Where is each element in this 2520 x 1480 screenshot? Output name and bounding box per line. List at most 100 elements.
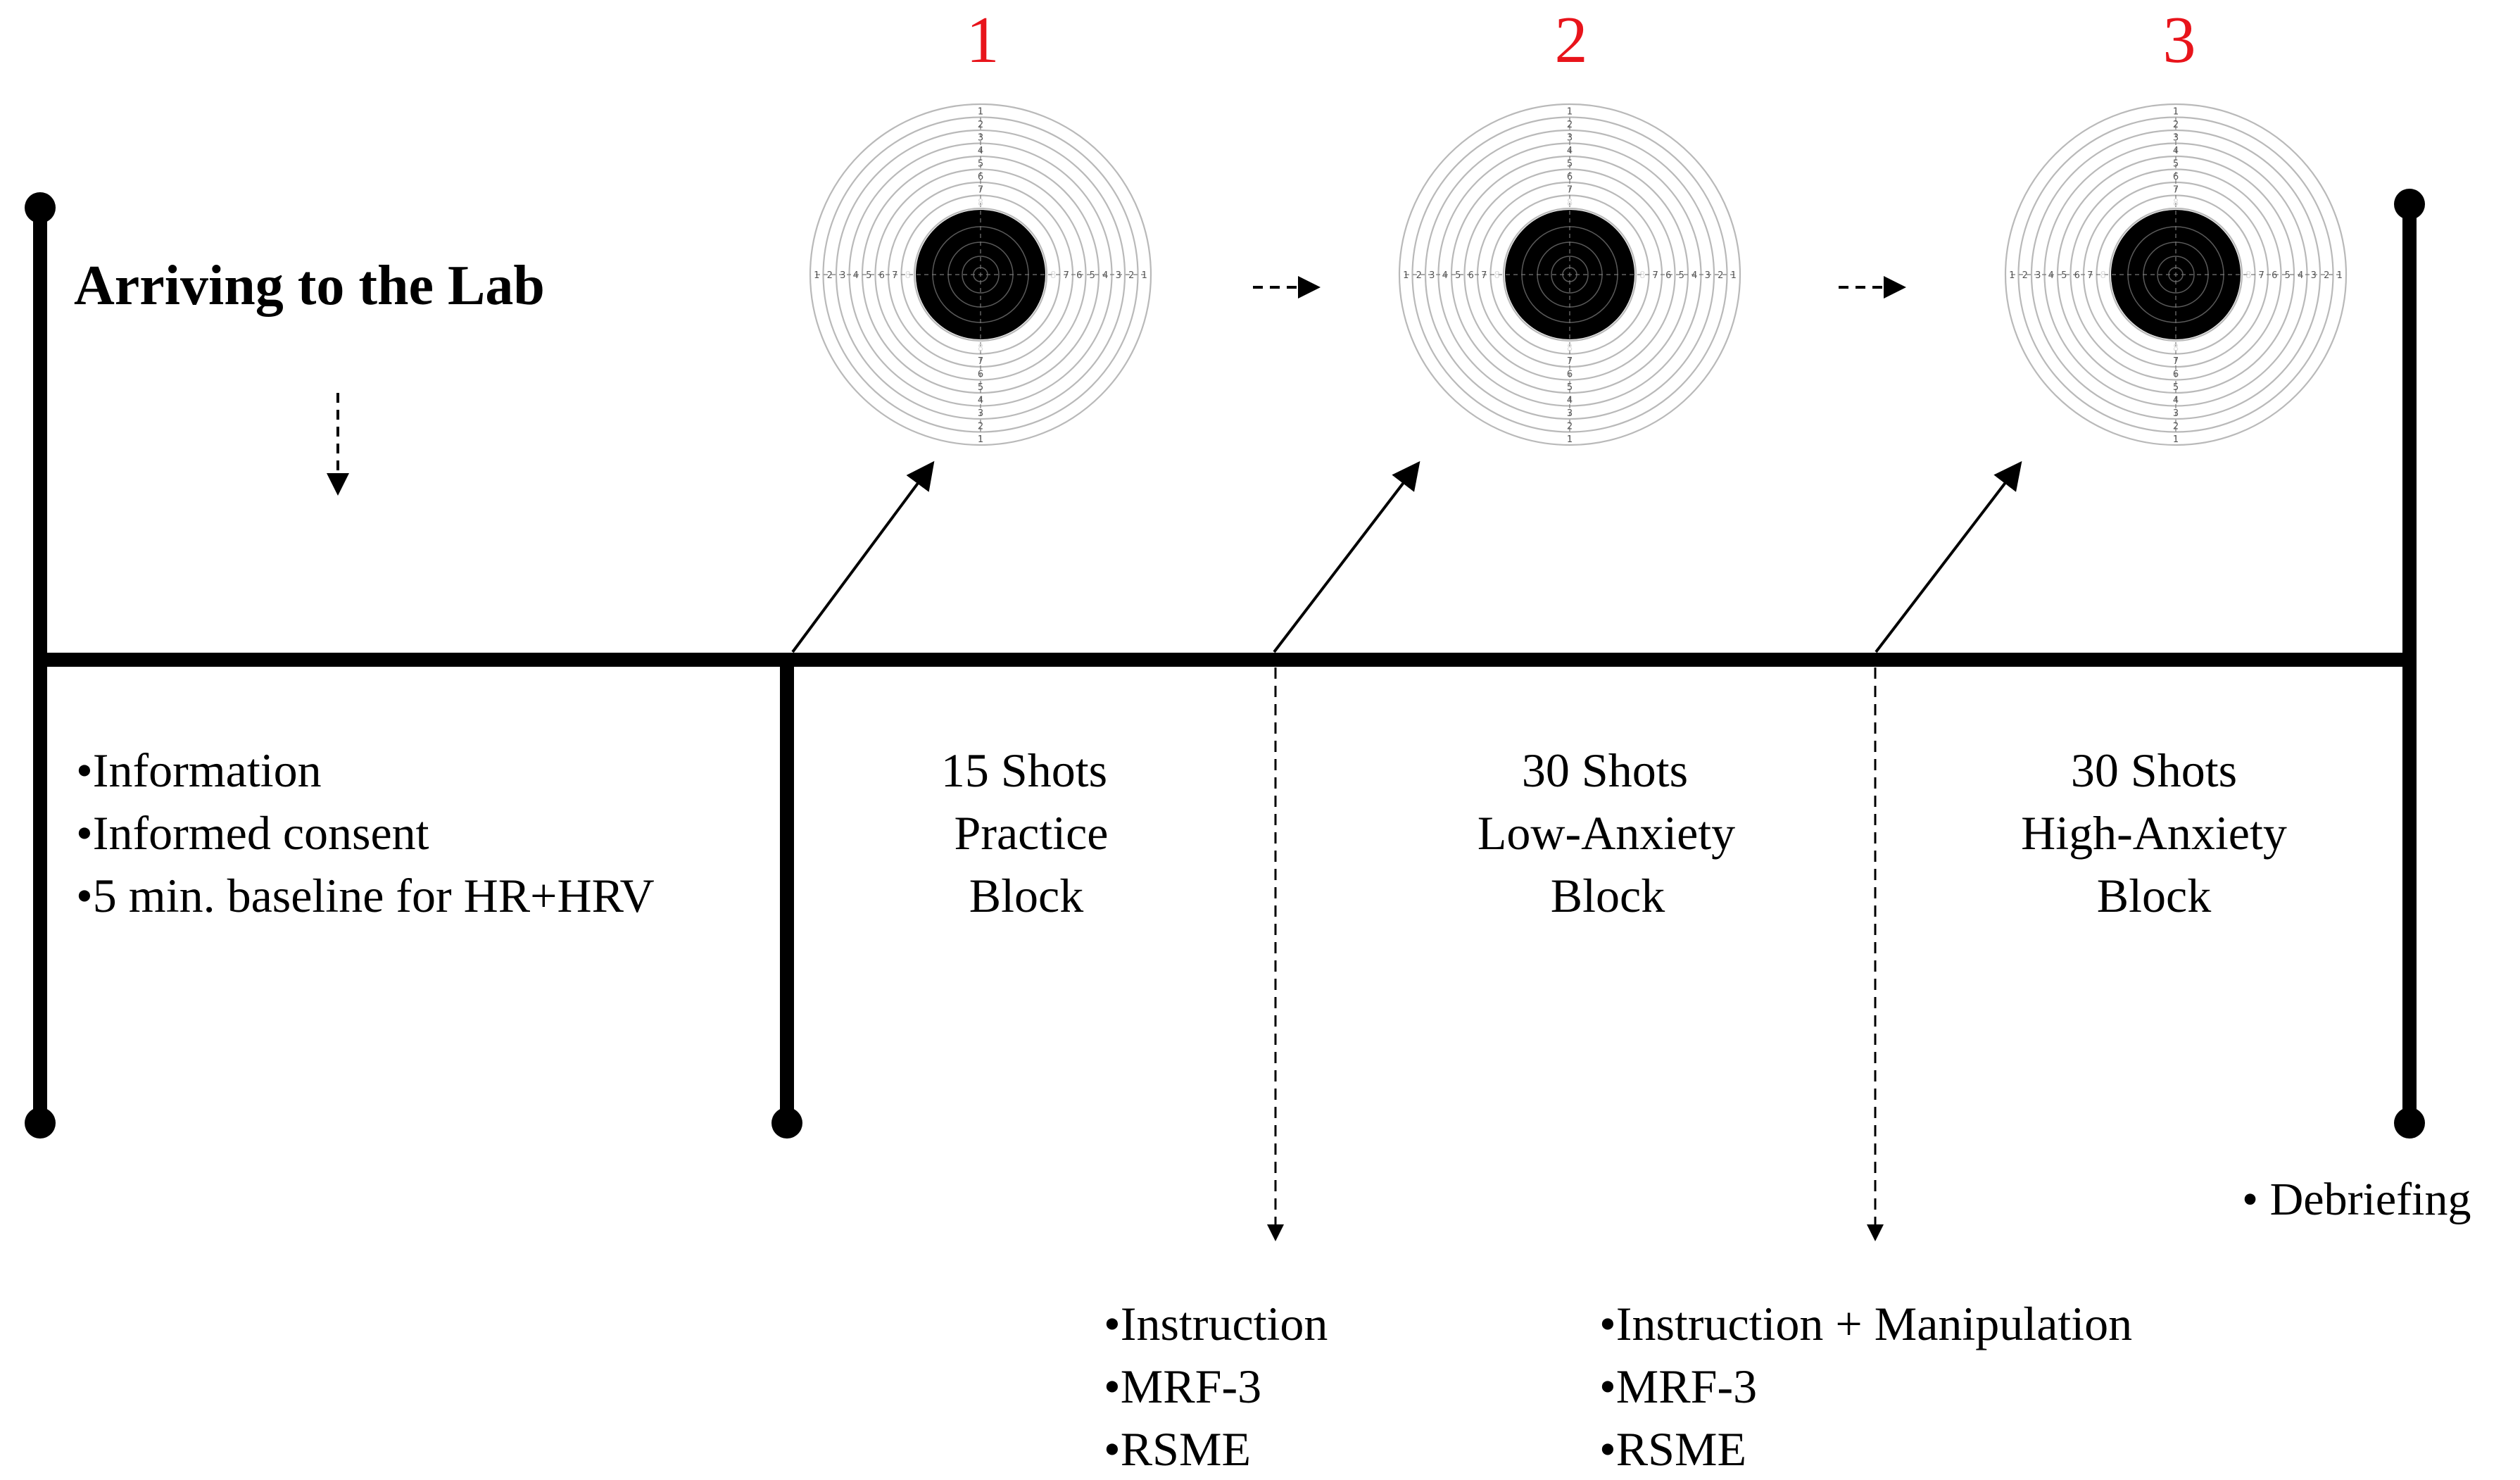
target-ring-number: 7 xyxy=(1567,184,1573,195)
stage-number-2: 2 xyxy=(1555,4,1588,77)
endpoint-dot xyxy=(771,1108,802,1139)
block-label-line: Block xyxy=(969,869,1083,922)
target-ring-number: 1 xyxy=(2009,270,2015,281)
target-ring-number: 4 xyxy=(1102,270,1108,281)
target-ring-number: 5 xyxy=(1567,382,1573,393)
target-ring-number: 6 xyxy=(2173,369,2179,380)
target-ring-number: 7 xyxy=(2259,270,2264,281)
target-ring-number: 8 xyxy=(905,270,911,281)
target-ring-number: 5 xyxy=(1455,270,1461,281)
target-ring-number: 5 xyxy=(978,158,983,169)
target-ring-number: 8 xyxy=(1567,198,1573,208)
target-ring-number: 1 xyxy=(1403,270,1409,281)
questionnaire-item: •Instruction + Manipulation xyxy=(1599,1297,2132,1350)
target-ring-number: 7 xyxy=(1653,270,1658,281)
target-ring-number: 6 xyxy=(978,172,983,182)
target-ring xyxy=(835,129,1126,420)
target-ring-number: 2 xyxy=(1718,270,1723,281)
endpoint-dot xyxy=(2394,189,2425,220)
high-anxiety-block-label: 30 Shots High-Anxiety Block xyxy=(2021,744,2287,922)
target-ring-number: 1 xyxy=(2337,270,2343,281)
target-ring xyxy=(822,116,1139,433)
endpoint-dot xyxy=(25,1108,56,1139)
target-ring-number: 8 xyxy=(2173,343,2179,353)
target-ring-number: 3 xyxy=(2173,132,2179,143)
target-ring-number: 3 xyxy=(840,270,845,281)
target-ring-number: 6 xyxy=(1567,172,1573,182)
target-ring-number: 2 xyxy=(1416,270,1422,281)
target-ring-number: 8 xyxy=(1050,270,1056,281)
target-ring-number: 5 xyxy=(1567,158,1573,169)
target-ring-number: 4 xyxy=(2298,270,2303,281)
target-ring-number: 2 xyxy=(827,270,833,281)
target-ring-number: 5 xyxy=(2285,270,2291,281)
questionnaire-item: •MRF-3 xyxy=(1104,1360,1261,1413)
block-to-target-arrow-3 xyxy=(1875,460,2022,653)
target-ring-number: 3 xyxy=(1429,270,1435,281)
target-ring-number: 2 xyxy=(1128,270,1134,281)
questionnaire-list-1: •Instruction •MRF-3 •RSME xyxy=(1104,1297,1328,1476)
target-ring-number: 5 xyxy=(2061,270,2067,281)
target-ring-number: 6 xyxy=(978,369,983,380)
target-ring-number: 8 xyxy=(1567,343,1573,353)
target-ring-number: 2 xyxy=(2022,270,2028,281)
target-ring-number: 2 xyxy=(1567,120,1573,130)
target-ring-number: 3 xyxy=(2173,408,2179,419)
target-inner-ring xyxy=(2157,256,2195,294)
questionnaire-item: •RSME xyxy=(1104,1422,1251,1476)
target-ring-number: 1 xyxy=(814,270,819,281)
target-ring-number: 8 xyxy=(978,343,983,353)
target-ring-number: 7 xyxy=(892,270,897,281)
target-ring xyxy=(2030,129,2321,420)
target-ring-number: 1 xyxy=(1567,106,1573,117)
target-ring-number: 8 xyxy=(2100,270,2106,281)
target-inner-ring xyxy=(962,256,1000,294)
block-label-line: Block xyxy=(2097,869,2211,922)
target-inner-ring xyxy=(1551,256,1589,294)
target-ring-number: 2 xyxy=(1567,421,1573,432)
block-label-line: 30 Shots xyxy=(2071,744,2237,797)
questionnaire-list-2: •Instruction + Manipulation •MRF-3 •RSME xyxy=(1599,1297,2132,1476)
practice-block-label: 15 Shots Practice Block xyxy=(941,744,1109,922)
target-ring-number: 6 xyxy=(1567,369,1573,380)
questionnaire-item: •MRF-3 xyxy=(1599,1360,1757,1413)
target-ring-number: 3 xyxy=(2035,270,2041,281)
lab-phase-item: •Informed consent xyxy=(76,806,429,860)
target-ring-number: 7 xyxy=(1567,356,1573,367)
target-ring-number: 3 xyxy=(1567,408,1573,419)
target-ring xyxy=(913,207,1048,342)
target-ring-number: 6 xyxy=(1665,270,1671,281)
target-ring-number: 4 xyxy=(1567,395,1573,406)
target-ring-number: 8 xyxy=(2245,270,2251,281)
target-ring-number: 5 xyxy=(866,270,871,281)
target-ring-number: 7 xyxy=(1481,270,1487,281)
target-ring-number: 3 xyxy=(978,408,983,419)
target-ring-number: 6 xyxy=(2272,270,2277,281)
target-ring-number: 8 xyxy=(1494,270,1500,281)
target-ring-number: 3 xyxy=(1705,270,1711,281)
target-ring-number: 5 xyxy=(978,382,983,393)
target-ring-number: 1 xyxy=(2173,106,2179,117)
target-ring-number: 6 xyxy=(1468,270,1474,281)
lab-phase-item: •Information xyxy=(76,744,322,797)
stage-number-3: 3 xyxy=(2163,4,2196,77)
target-ring-number: 3 xyxy=(1567,132,1573,143)
target-ring-number: 5 xyxy=(1090,270,1095,281)
target-ring-number: 4 xyxy=(2048,270,2054,281)
target-ring-number: 4 xyxy=(2173,395,2179,406)
target-ring xyxy=(1502,207,1637,342)
target-ring-number: 8 xyxy=(978,198,983,208)
block-label-line: High-Anxiety xyxy=(2021,806,2287,860)
block-to-target-arrow-1 xyxy=(791,460,935,653)
questionnaire-item: •RSME xyxy=(1599,1422,1746,1476)
target-ring-number: 4 xyxy=(1442,270,1448,281)
target-ring-number: 7 xyxy=(978,356,983,367)
target-ring-number: 7 xyxy=(1064,270,1069,281)
target-ring-number: 8 xyxy=(1639,270,1645,281)
target-ring-number: 7 xyxy=(2087,270,2093,281)
questionnaire-item: •Instruction xyxy=(1104,1297,1328,1350)
block-label-line: 30 Shots xyxy=(1522,744,1688,797)
target-ring-number: 5 xyxy=(2173,158,2179,169)
